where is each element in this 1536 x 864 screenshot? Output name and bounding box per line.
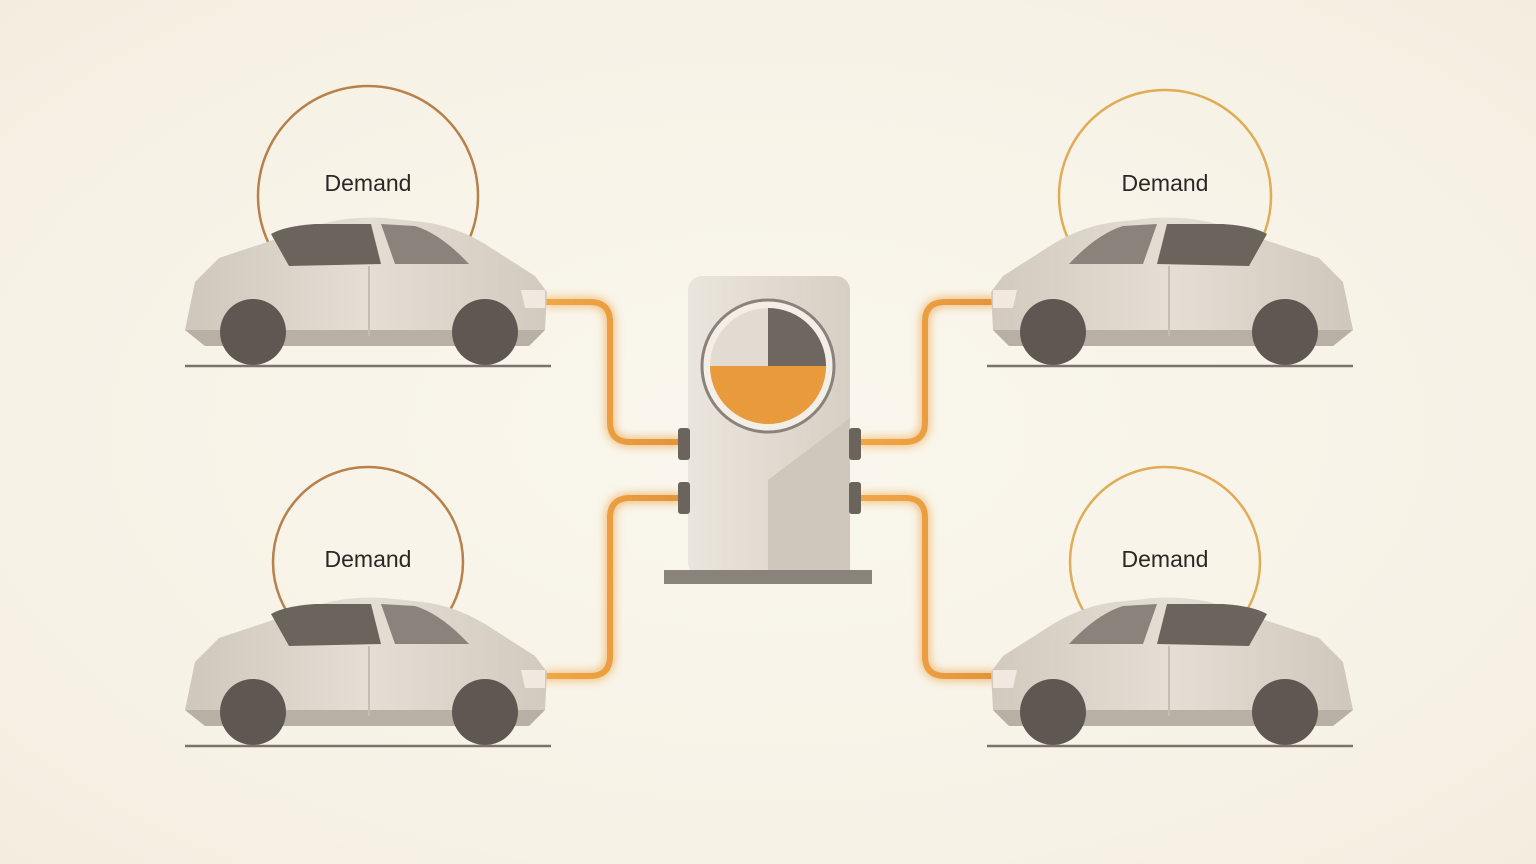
vehicle-bottom-right: Demand [987, 465, 1353, 746]
car-icon [987, 218, 1353, 366]
demand-label: Demand [1122, 546, 1209, 572]
vehicle-bottom-left: Demand [183, 465, 553, 748]
car-icon [183, 596, 553, 748]
cable-bottom-right [857, 495, 998, 679]
cable-bottom-left [542, 495, 683, 679]
car-icon [987, 598, 1353, 746]
gauge-fill [710, 366, 826, 424]
demand-label: Demand [325, 546, 412, 572]
vehicle-top-left: Demand [183, 84, 553, 368]
demand-label: Demand [1122, 170, 1209, 196]
cable-top-left [542, 299, 683, 445]
vehicle-top-right: Demand [987, 88, 1353, 366]
demand-label: Demand [325, 170, 412, 196]
charging-port-icon [678, 428, 690, 460]
charging-port-icon [849, 428, 861, 460]
charging-cables [542, 299, 998, 679]
car-icon [183, 216, 553, 368]
cable-top-right [857, 299, 998, 445]
charge-gauge [700, 298, 836, 434]
charging-port-icon [678, 482, 690, 514]
charging-port-icon [849, 482, 861, 514]
charging-station-icon [664, 276, 872, 584]
